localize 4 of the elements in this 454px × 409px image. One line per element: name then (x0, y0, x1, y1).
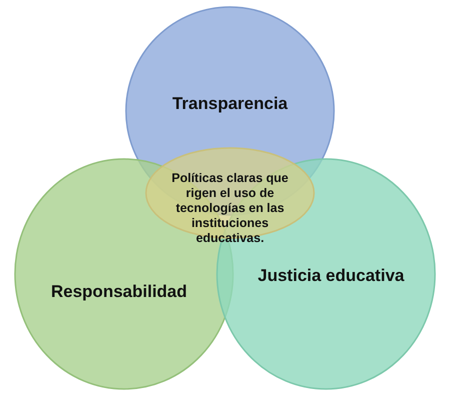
set-label: Responsabilidad (50, 282, 188, 302)
set-label: Transparencia (171, 94, 289, 114)
set-label: Justicia educativa (256, 266, 406, 286)
set-label: Políticas claras que rigen el uso de tecnologías en las instituciones educativas. (170, 171, 290, 246)
